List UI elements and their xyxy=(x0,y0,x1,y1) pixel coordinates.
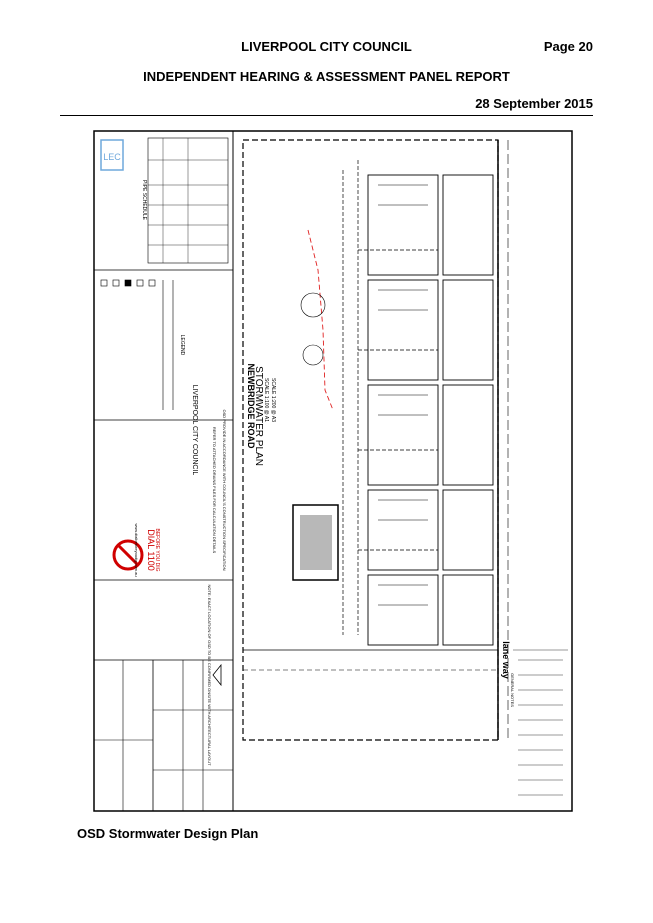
lec-logo: LEC xyxy=(100,139,124,171)
units-row-top xyxy=(367,174,494,646)
osd-spec-note: OSD PROVIDE IN ACCORDANCE WITH COUNCIL'S… xyxy=(222,410,227,571)
osd-tank xyxy=(292,504,339,581)
before-you-dig: BEFORE YOU DIG xyxy=(154,529,160,572)
legend-title: LEGEND xyxy=(179,335,185,356)
plan-title: STORMWATER PLAN xyxy=(253,366,264,466)
north-arrow-icon xyxy=(212,663,222,687)
council-label: LIVERPOOL CITY COUNCIL xyxy=(191,385,198,476)
red-pipe-line xyxy=(307,229,334,411)
road-name: NEWBRIDGE ROAD xyxy=(246,364,256,449)
refer-drains-note: REFER TO ATTACHED DRAINS FILES FOR CALCU… xyxy=(212,427,217,554)
sheet-border xyxy=(93,130,573,812)
figure-caption: OSD Stormwater Design Plan xyxy=(77,826,259,841)
osd-location-note: NOTE: EXACT LOCATION OF OSD TO BE CONFIR… xyxy=(207,584,212,766)
site-trees xyxy=(300,292,326,366)
plan-scale-1: SCALE 1:100 @ A1 xyxy=(263,378,269,422)
svg-text:LEC: LEC xyxy=(103,152,121,162)
dial-before-you-dig-logo xyxy=(112,539,144,571)
page-number: Page 20 xyxy=(543,39,593,54)
report-date: 28 September 2015 xyxy=(475,96,593,111)
plan-scale-2: SCALE 1:200 @ A3 xyxy=(270,378,276,422)
lane-name: lane way xyxy=(501,641,511,679)
council-name: LIVERPOOL CITY COUNCIL xyxy=(241,39,412,54)
general-notes-title: GENERAL NOTES xyxy=(510,673,515,707)
header-rule xyxy=(60,115,593,116)
plan-svg: LEC xyxy=(93,130,573,812)
legend-symbols xyxy=(100,279,174,410)
unit-hatching xyxy=(378,184,428,606)
pipe-schedule-table xyxy=(147,137,229,264)
dial-url: www.dialbeforeyoudig.com.au xyxy=(134,523,139,576)
pipe-schedule-title: PIPE SCHEDULE xyxy=(141,180,147,221)
stormwater-plan-drawing: LEC xyxy=(93,130,573,812)
stormwater-pipes xyxy=(342,160,438,635)
dial-1100: DIAL 1100 xyxy=(146,529,156,571)
general-notes-block xyxy=(513,649,568,796)
report-title: INDEPENDENT HEARING & ASSESSMENT PANEL R… xyxy=(143,69,510,84)
